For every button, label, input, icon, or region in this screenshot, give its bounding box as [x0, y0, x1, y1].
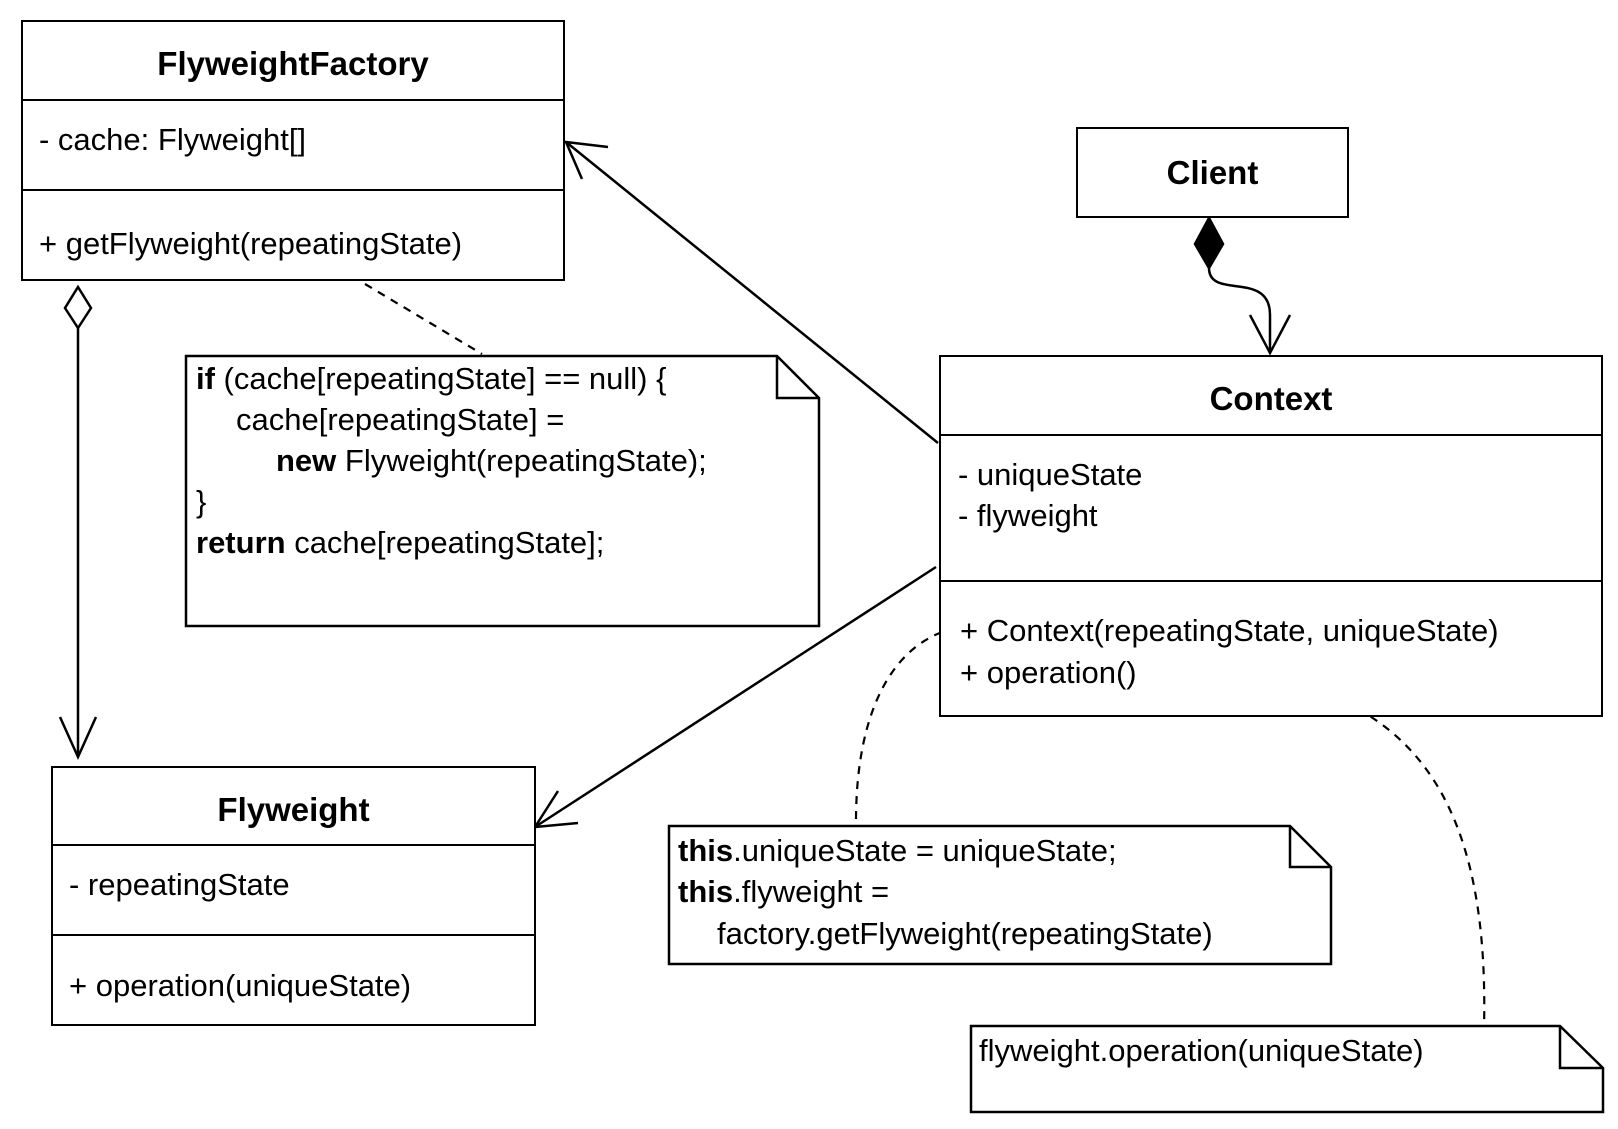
class-client: Client [1076, 127, 1349, 218]
divider [941, 580, 1601, 582]
divider [53, 844, 534, 846]
note-get-flyweight: if (cache[repeatingState] == null) { cac… [186, 356, 819, 626]
method: + getFlyweight(repeatingState) [39, 226, 463, 261]
class-name: FlyweightFactory [157, 45, 429, 82]
divider [941, 434, 1601, 436]
note-line: this.uniqueState = uniqueState; [678, 833, 1117, 868]
method: + operation(uniqueState) [69, 968, 412, 1003]
note-line: if (cache[repeatingState] == null) { [196, 361, 667, 396]
note-line: new Flyweight(repeatingState); [276, 443, 707, 478]
note-context-constructor: this.uniqueState = uniqueState; this.fly… [669, 826, 1331, 964]
class-name: Context [1209, 380, 1333, 417]
note-line: this.flyweight = [678, 874, 890, 909]
note-anchors [364, 283, 1486, 1029]
method: + operation() [960, 655, 1137, 690]
note-line: factory.getFlyweight(repeatingState) [717, 916, 1213, 951]
attribute: - uniqueState [958, 457, 1143, 492]
class-context: Context - uniqueState - flyweight + Cont… [939, 355, 1603, 717]
divider [23, 189, 563, 191]
note-line: flyweight.operation(uniqueState) [979, 1033, 1424, 1068]
association-context-to-factory [563, 140, 939, 444]
note-shapes [184, 354, 1605, 1114]
divider [23, 99, 563, 101]
attribute: - flyweight [958, 498, 1098, 533]
aggregation-factory-to-flyweight [58, 284, 98, 761]
class-flyweight: Flyweight - repeatingState + operation(u… [51, 766, 536, 1026]
attribute: - cache: Flyweight[] [39, 122, 307, 157]
attribute: - repeatingState [69, 867, 290, 902]
note-line: return cache[repeatingState]; [196, 525, 605, 560]
divider [53, 934, 534, 936]
note-operation: flyweight.operation(uniqueState) [971, 1026, 1603, 1112]
class-name: Flyweight [217, 791, 370, 828]
class-name: Client [1166, 154, 1259, 191]
composition-client-to-context [1193, 215, 1292, 356]
note-line: cache[repeatingState] = [236, 402, 565, 437]
class-flyweight-factory: FlyweightFactory - cache: Flyweight[] + … [21, 20, 565, 281]
method: + Context(repeatingState, uniqueState) [960, 613, 1499, 648]
note-line: } [196, 484, 207, 519]
